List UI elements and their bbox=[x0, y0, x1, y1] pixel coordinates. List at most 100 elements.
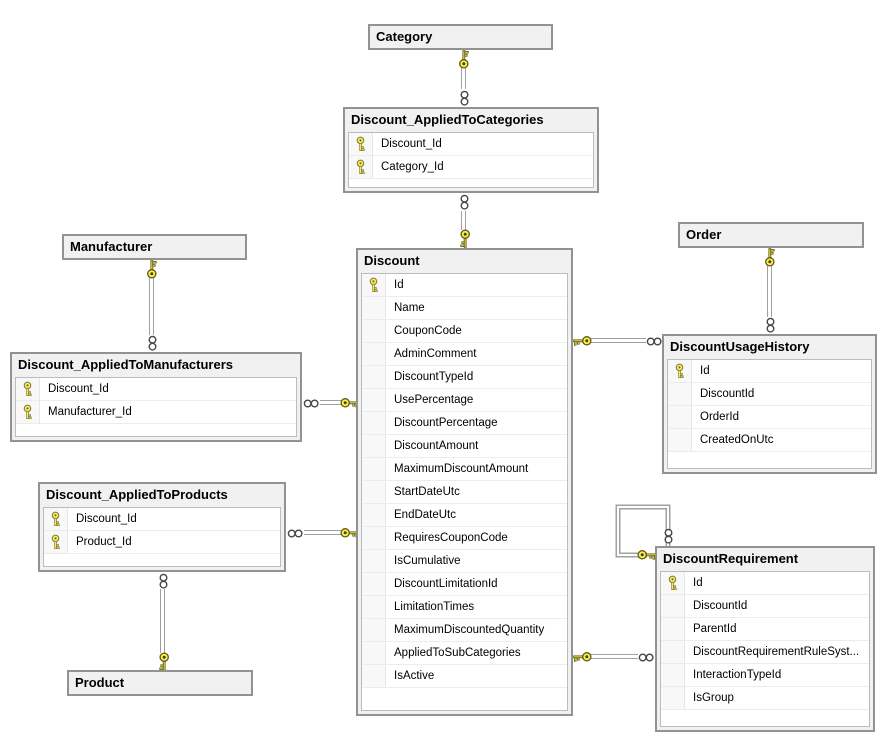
table-discount-applied-to-manufacturers[interactable]: Discount_AppliedToManufacturers Discount… bbox=[10, 352, 302, 442]
field-row[interactable]: Product_Id bbox=[44, 531, 280, 554]
relationship-discountrequirement-self[interactable] bbox=[610, 498, 680, 560]
infinity-icon bbox=[646, 337, 663, 346]
infinity-icon bbox=[460, 194, 469, 211]
field-row[interactable]: StartDateUtc bbox=[362, 481, 567, 504]
field-row[interactable]: AdminComment bbox=[362, 343, 567, 366]
field-name: AppliedToSubCategories bbox=[394, 647, 521, 659]
table-category[interactable]: Category bbox=[368, 24, 553, 50]
table-order[interactable]: Order bbox=[678, 222, 864, 248]
table-discount-applied-to-categories[interactable]: Discount_AppliedToCategories Discount_Id… bbox=[343, 107, 599, 193]
table-title[interactable]: Discount bbox=[364, 253, 420, 268]
table-title[interactable]: Discount_AppliedToCategories bbox=[351, 112, 544, 127]
relationship-discount-discountusagehistory[interactable] bbox=[590, 338, 646, 343]
field-row[interactable]: EndDateUtc bbox=[362, 504, 567, 527]
field-row[interactable]: LimitationTimes bbox=[362, 596, 567, 619]
field-row[interactable]: DiscountId bbox=[661, 595, 869, 618]
field-row[interactable]: ParentId bbox=[661, 618, 869, 641]
key-cell-empty bbox=[362, 504, 386, 526]
field-name: InteractionTypeId bbox=[693, 669, 782, 681]
table-manufacturer[interactable]: Manufacturer bbox=[62, 234, 247, 260]
table-title[interactable]: DiscountRequirement bbox=[663, 551, 799, 566]
field-row[interactable]: DiscountLimitationId bbox=[362, 573, 567, 596]
relationship-discount-appliedtocategories[interactable] bbox=[461, 211, 466, 230]
relationship-manufacturer-appliedtomanufacturers[interactable] bbox=[149, 277, 154, 335]
field-row[interactable]: RequiresCouponCode bbox=[362, 527, 567, 550]
field-row[interactable]: DiscountPercentage bbox=[362, 412, 567, 435]
key-icon bbox=[572, 335, 592, 348]
field-row[interactable]: AppliedToSubCategories bbox=[362, 642, 567, 665]
field-row[interactable]: DiscountAmount bbox=[362, 435, 567, 458]
field-row[interactable]: Id bbox=[668, 360, 871, 383]
field-name: IsActive bbox=[394, 670, 435, 682]
field-row[interactable]: CreatedOnUtc bbox=[668, 429, 871, 452]
field-row[interactable]: Name bbox=[362, 297, 567, 320]
key-cell-empty bbox=[362, 343, 386, 365]
field-row[interactable]: IsGroup bbox=[661, 687, 869, 710]
field-name: Name bbox=[394, 302, 425, 314]
field-row[interactable]: InteractionTypeId bbox=[661, 664, 869, 687]
field-row[interactable]: Discount_Id bbox=[16, 378, 296, 401]
relationship-order-discountusagehistory[interactable] bbox=[767, 265, 772, 317]
key-cell-empty bbox=[362, 389, 386, 411]
field-row[interactable]: Category_Id bbox=[349, 156, 593, 179]
field-name: EndDateUtc bbox=[394, 509, 457, 521]
field-row[interactable]: MaximumDiscountAmount bbox=[362, 458, 567, 481]
key-icon bbox=[458, 49, 471, 69]
key-cell-empty bbox=[362, 596, 386, 618]
field-row[interactable]: Manufacturer_Id bbox=[16, 401, 296, 424]
key-cell-empty bbox=[362, 550, 386, 572]
field-name: Manufacturer_Id bbox=[48, 406, 132, 418]
field-name: DiscountLimitationId bbox=[394, 578, 498, 590]
table-title[interactable]: DiscountUsageHistory bbox=[670, 339, 810, 354]
relationship-discount-appliedtomanufacturers[interactable] bbox=[320, 400, 341, 405]
table-title[interactable]: Manufacturer bbox=[70, 239, 153, 254]
field-row[interactable]: Id bbox=[661, 572, 869, 595]
key-cell-empty bbox=[668, 429, 692, 451]
key-cell-empty bbox=[362, 481, 386, 503]
field-name: ParentId bbox=[693, 623, 737, 635]
field-row[interactable]: Discount_Id bbox=[349, 133, 593, 156]
table-title[interactable]: Order bbox=[686, 227, 722, 242]
relationship-discount-appliedtoproducts[interactable] bbox=[304, 530, 341, 535]
key-cell-empty bbox=[661, 595, 685, 617]
field-name: DiscountId bbox=[693, 600, 748, 612]
table-product[interactable]: Product bbox=[67, 670, 253, 696]
key-cell-empty bbox=[362, 435, 386, 457]
field-row[interactable]: IsActive bbox=[362, 665, 567, 688]
primary-key-icon bbox=[44, 508, 68, 530]
key-cell-empty bbox=[362, 366, 386, 388]
field-row[interactable]: IsCumulative bbox=[362, 550, 567, 573]
field-row[interactable]: MaximumDiscountedQuantity bbox=[362, 619, 567, 642]
table-title[interactable]: Discount_AppliedToProducts bbox=[46, 487, 228, 502]
table-title[interactable]: Discount_AppliedToManufacturers bbox=[18, 357, 234, 372]
table-title[interactable]: Category bbox=[376, 29, 433, 44]
field-name: DiscountTypeId bbox=[394, 371, 474, 383]
field-row[interactable]: DiscountId bbox=[668, 383, 871, 406]
relationship-discount-discountrequirement[interactable] bbox=[590, 654, 638, 659]
field-row[interactable]: CouponCode bbox=[362, 320, 567, 343]
relationship-category-appliedtocategories[interactable] bbox=[461, 67, 466, 89]
field-row[interactable]: UsePercentage bbox=[362, 389, 567, 412]
table-title[interactable]: Product bbox=[75, 675, 125, 690]
field-row[interactable]: Id bbox=[362, 274, 567, 297]
field-name: IsCumulative bbox=[394, 555, 461, 567]
primary-key-icon bbox=[349, 156, 373, 178]
field-row[interactable]: OrderId bbox=[668, 406, 871, 429]
field-row[interactable]: Discount_Id bbox=[44, 508, 280, 531]
relationship-product-appliedtoproducts[interactable] bbox=[160, 589, 165, 653]
field-row[interactable]: DiscountTypeId bbox=[362, 366, 567, 389]
field-name: Id bbox=[700, 365, 710, 377]
field-row[interactable]: DiscountRequirementRuleSyst... bbox=[661, 641, 869, 664]
key-cell-empty bbox=[668, 406, 692, 428]
key-cell-empty bbox=[362, 642, 386, 664]
field-name: AdminComment bbox=[394, 348, 477, 360]
